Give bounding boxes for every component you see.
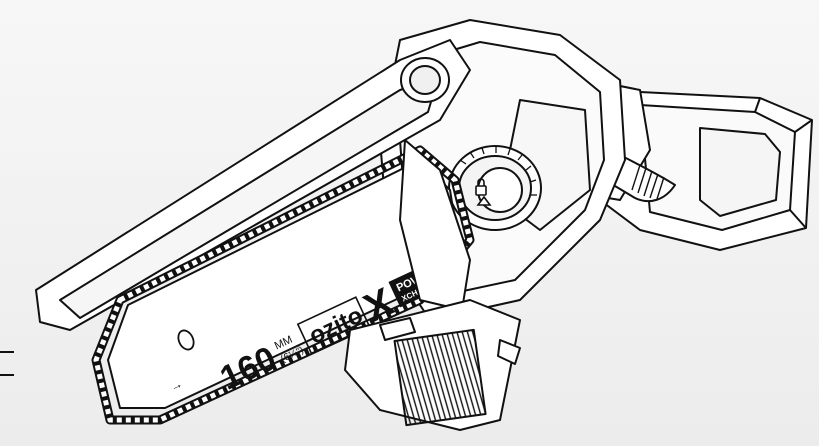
top-guard	[35, 39, 471, 331]
battery-pack	[599, 89, 813, 251]
unlock-icon	[476, 195, 492, 206]
bar-rivet	[177, 329, 195, 351]
chain-direction-arrow: →	[168, 376, 185, 394]
side-cover	[344, 139, 521, 431]
edge-mark	[0, 351, 14, 376]
lock-icon	[475, 178, 487, 196]
brand-box	[296, 296, 371, 355]
pivot-bolt	[400, 57, 450, 103]
